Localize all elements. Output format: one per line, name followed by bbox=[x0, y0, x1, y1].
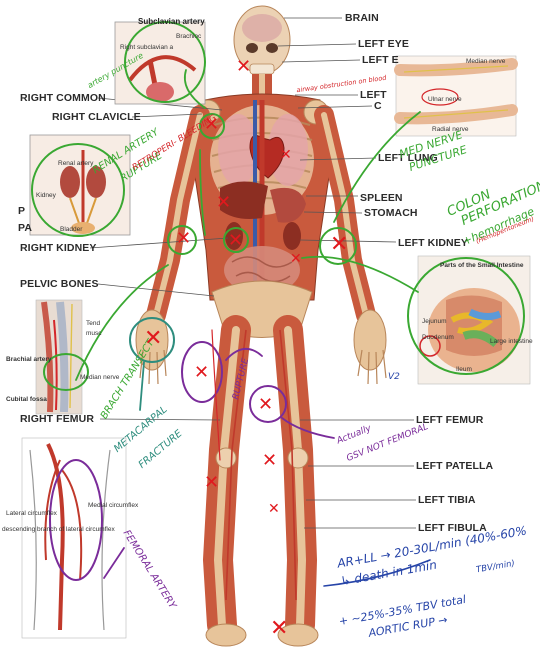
injury-x-marker: ✕ bbox=[270, 616, 289, 641]
label-right-femur: RIGHT FEMUR bbox=[20, 413, 95, 425]
injury-x-marker: ✕ bbox=[194, 362, 210, 383]
label-left-fibula: LEFT FIBULA bbox=[418, 522, 487, 534]
intestine-jejunum-label: Jejunum bbox=[422, 318, 447, 325]
brachial-artery-label: Brachial artery bbox=[6, 356, 52, 363]
label-left-femur: LEFT FEMUR bbox=[416, 414, 484, 426]
injury-x-marker: ✕ bbox=[258, 394, 274, 415]
subclavian-brachio-label: Brachioc bbox=[176, 33, 202, 40]
brachial-median-label: Median nerve bbox=[80, 374, 120, 381]
subclavian-title: Subclavian artery bbox=[138, 17, 205, 26]
label-stomach: STOMACH bbox=[364, 207, 418, 219]
label-left-lung: LEFT LUNG bbox=[378, 152, 438, 164]
label-pa: PA bbox=[18, 222, 33, 234]
label-left-e: LEFT E bbox=[362, 54, 399, 66]
label-c: C bbox=[374, 100, 382, 112]
subclavian-inset bbox=[114, 21, 206, 105]
label-pelvic-bones: PELVIC BONES bbox=[20, 278, 99, 290]
intestine-title: Parts of the Small Intestine bbox=[440, 262, 524, 269]
renal-inset bbox=[29, 134, 131, 237]
label-brain: BRAIN bbox=[345, 12, 379, 24]
injury-x-marker: ✕ bbox=[204, 114, 220, 135]
femoral-descending-label: descending branch of lateral circumflex bbox=[2, 526, 115, 533]
label-p: P bbox=[18, 205, 26, 217]
renal-bladder-label: Bladder bbox=[60, 226, 83, 233]
femoral-inset bbox=[21, 437, 127, 639]
ink-strokes bbox=[75, 69, 431, 587]
arm-median-nerve-label: Median nerve bbox=[466, 58, 506, 65]
injury-x-marker: ✕ bbox=[176, 228, 192, 249]
brachial-inset bbox=[35, 299, 89, 415]
label-right-clavicle: RIGHT CLAVICLE bbox=[52, 111, 141, 123]
label-right-common: RIGHT COMMON bbox=[20, 92, 106, 104]
injury-x-marker: ✕ bbox=[228, 230, 244, 251]
note-v2: V2 bbox=[388, 372, 400, 382]
renal-kidney-label: Kidney bbox=[36, 192, 56, 199]
injury-x-marker: ✕ bbox=[280, 147, 292, 163]
brachial-muscle-label: musc bbox=[86, 330, 102, 337]
femoral-medial-label: Medial circumflex bbox=[88, 502, 139, 509]
injury-x-marker: ✕ bbox=[330, 232, 349, 257]
label-left-kidney: LEFT KIDNEY bbox=[398, 237, 468, 249]
arm-radial-nerve-label: Radial nerve bbox=[432, 126, 469, 133]
label-left-eye: LEFT EYE bbox=[358, 38, 409, 50]
label-left-tibia: LEFT TIBIA bbox=[418, 494, 476, 506]
label-right-kidney: RIGHT KIDNEY bbox=[20, 242, 97, 254]
body-figure bbox=[135, 5, 387, 647]
brachial-tendon-label: Tend bbox=[86, 320, 101, 327]
femoral-lateral-label: Lateral circumflex bbox=[6, 510, 57, 517]
renal-artery-label: Renal artery bbox=[58, 160, 94, 167]
subclavian-right-label: Right subclavian a bbox=[120, 44, 174, 51]
intestine-duodenum-label: Duodenum bbox=[422, 334, 454, 341]
injury-x-marker: ✕ bbox=[262, 450, 278, 471]
label-left-patella: LEFT PATELLA bbox=[416, 460, 494, 472]
intestine-large-label: Large intestine bbox=[490, 338, 533, 345]
injury-x-marker: ✕ bbox=[268, 501, 280, 517]
intestine-ileum-label: Ileum bbox=[456, 366, 472, 373]
injury-x-marker: ✕ bbox=[204, 472, 220, 493]
injury-x-marker: ✕ bbox=[290, 251, 302, 267]
intestine-inset bbox=[407, 255, 531, 385]
label-left: LEFT bbox=[360, 89, 387, 101]
injury-x-marker: ✕ bbox=[144, 326, 163, 351]
injury-x-marker: ✕ bbox=[236, 56, 252, 77]
label-spleen: SPLEEN bbox=[360, 192, 403, 204]
injury-x-marker: ✕ bbox=[216, 192, 232, 213]
arm-ulnar-nerve-label: Ulnar nerve bbox=[428, 96, 462, 103]
brachial-cubital-label: Cubital fossa bbox=[6, 396, 47, 403]
